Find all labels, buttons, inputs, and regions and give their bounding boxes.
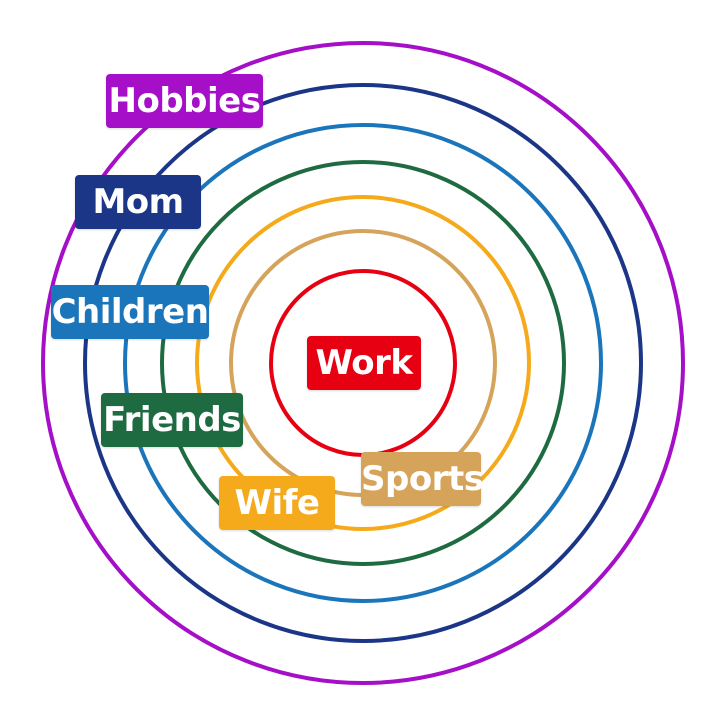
label-children: Children (51, 285, 209, 339)
ring-mom (83, 83, 643, 643)
label-sports: Sports (361, 452, 484, 506)
label-friends: Friends (101, 393, 243, 447)
ring-friends (160, 160, 566, 566)
ring-wife (195, 195, 531, 531)
label-work: Work (307, 336, 421, 390)
label-hobbies: Hobbies (106, 74, 263, 128)
ring-hobbies (41, 41, 685, 685)
label-mom: Mom (75, 175, 201, 229)
ring-children (123, 123, 603, 603)
label-wife: Wife (219, 476, 335, 530)
